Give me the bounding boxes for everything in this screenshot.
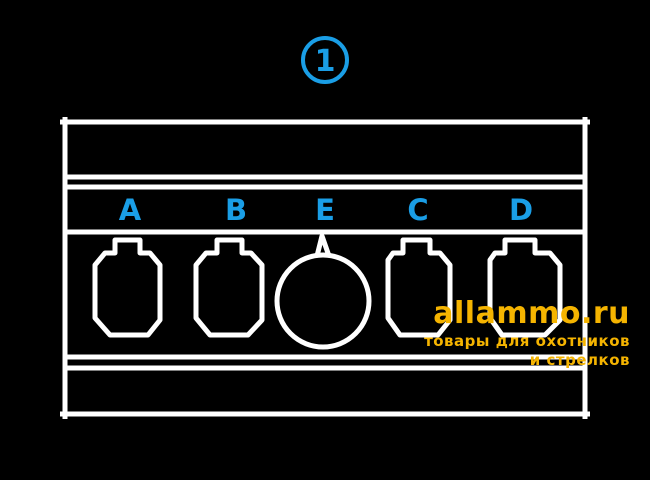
- slot-label-e: E: [315, 193, 335, 227]
- slot-labels: A B E C D: [119, 193, 533, 227]
- choke-slot-b: [193, 237, 265, 338]
- watermark-tagline-1: товары для охотников: [424, 332, 630, 350]
- slot-label-b: B: [225, 193, 247, 227]
- watermark-brand: allammo.ru: [433, 296, 630, 331]
- choke-slot-e-round: [274, 252, 372, 350]
- choke-slot-e-pointer: [314, 233, 332, 257]
- choke-slot-c: [385, 237, 453, 338]
- step-number-text: 1: [315, 44, 336, 79]
- step-number-circle: [301, 36, 349, 84]
- watermark-tagline-2: и стрелков: [529, 351, 630, 369]
- choke-slot-a: [92, 237, 163, 338]
- slot-label-c: C: [407, 193, 428, 227]
- step-number-badge: 1: [301, 36, 349, 84]
- slot-label-a: A: [119, 193, 142, 227]
- slot-label-d: D: [509, 193, 533, 227]
- watermark: allammo.ru товары для охотников и стрелк…: [424, 296, 630, 370]
- choke-slot-d: [487, 237, 563, 338]
- choke-slots: [92, 233, 563, 350]
- case-frame: [62, 119, 588, 417]
- case-corner-accents: [60, 117, 590, 419]
- case-outline: [62, 119, 588, 417]
